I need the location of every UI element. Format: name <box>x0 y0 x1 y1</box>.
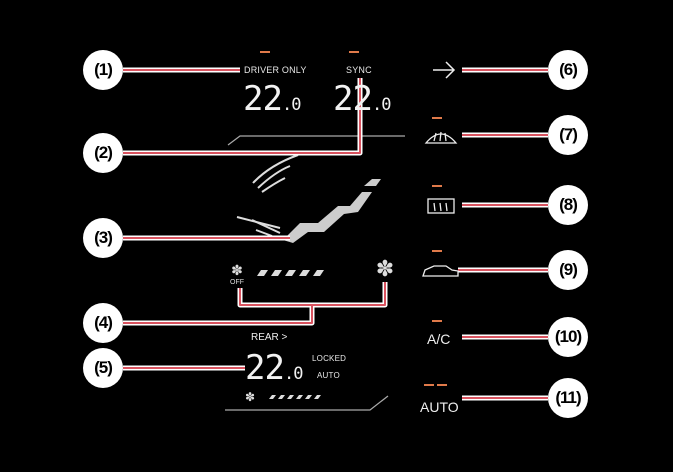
front-fan-level-bar <box>257 270 324 276</box>
rear-defrost-icon <box>427 198 455 214</box>
auto-button[interactable]: AUTO <box>420 399 459 415</box>
callout-6: (6) <box>548 50 588 90</box>
rear-auto-label: AUTO <box>317 371 340 380</box>
recirculation-indicator <box>432 250 442 252</box>
driver-only-indicator <box>260 51 270 53</box>
rear-fan-level-bar <box>269 395 321 399</box>
driver-only-button[interactable]: DRIVER ONLY <box>244 65 307 75</box>
auto-indicator-2 <box>437 384 447 386</box>
ac-indicator <box>432 320 442 322</box>
airflow-face-icon <box>236 216 281 237</box>
sync-indicator <box>349 51 359 53</box>
seat-headrest <box>364 179 381 186</box>
rear-defrost-indicator <box>432 185 442 187</box>
fan-off-label[interactable]: OFF <box>230 279 244 286</box>
callout-1: (1) <box>83 50 123 90</box>
driver-temp-decimal: .0 <box>281 95 302 115</box>
callout-9: (9) <box>548 250 588 290</box>
callout-7: (7) <box>548 115 588 155</box>
front-defrost-icon <box>424 131 458 144</box>
rear-temp-value: 22 <box>245 348 285 388</box>
driver-temp[interactable]: 22.0 <box>243 79 302 122</box>
callout-2: (2) <box>83 133 123 173</box>
rear-fan-icon: ✽ <box>245 390 255 404</box>
airflow-windshield-icon <box>252 154 299 193</box>
callout-11: (11) <box>548 378 588 418</box>
passenger-temp-value: 22 <box>333 79 373 119</box>
front-fan-right-icon: ✽ <box>376 256 394 281</box>
seat-icon <box>283 192 372 243</box>
passenger-temp-decimal: .0 <box>371 95 392 115</box>
rear-locked-label: LOCKED <box>312 354 347 363</box>
callout-5: (5) <box>83 348 123 388</box>
ac-button[interactable]: A/C <box>427 331 451 347</box>
front-defrost-indicator <box>432 117 442 119</box>
leader-lines <box>123 67 548 401</box>
divider-line <box>225 395 389 411</box>
divider-line <box>227 135 405 146</box>
callout-10: (10) <box>548 317 588 357</box>
sync-button[interactable]: SYNC <box>346 65 372 75</box>
rear-button[interactable]: REAR > <box>251 332 288 343</box>
recirculation-car-icon <box>422 265 459 277</box>
arrow-right-icon <box>433 61 456 79</box>
callout-3: (3) <box>83 218 123 258</box>
auto-indicator-1 <box>424 384 434 386</box>
callout-4: (4) <box>83 303 123 343</box>
front-fan-left-icon: ✽ <box>231 262 243 278</box>
rear-temp-decimal: .0 <box>283 364 304 384</box>
driver-temp-value: 22 <box>243 79 283 119</box>
callout-8: (8) <box>548 185 588 225</box>
passenger-temp[interactable]: 22.0 <box>333 79 392 122</box>
rear-temp[interactable]: 22.0 <box>245 348 304 391</box>
